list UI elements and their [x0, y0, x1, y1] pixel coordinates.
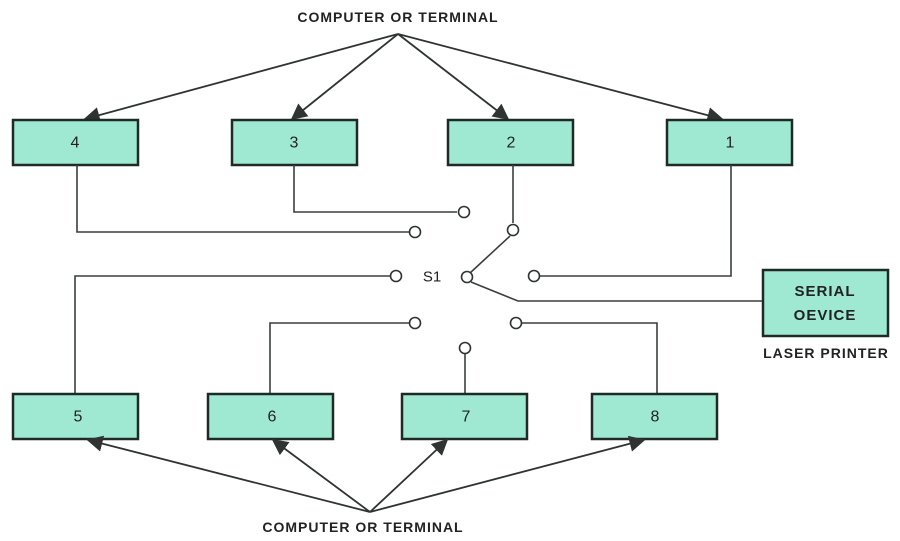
top-caption: COMPUTER OR TERMINAL: [297, 9, 498, 25]
contact-common: [460, 270, 474, 284]
laser-printer-caption: LASER PRINTER: [763, 345, 889, 361]
contact-1: [527, 269, 541, 283]
wire-serial-device: [470, 281, 763, 302]
box-5: 5: [11, 392, 140, 441]
arrow-to-box-8: [369, 435, 646, 513]
box-8-label: 8: [651, 409, 660, 426]
contact-4: [408, 225, 422, 239]
wire-box-3: [293, 165, 457, 213]
switch-contacts: [389, 205, 541, 355]
wire-box-6: [269, 322, 409, 394]
contact-6: [408, 316, 422, 330]
wire-box-5: [74, 275, 390, 394]
arrow-to-box-6: [271, 439, 371, 513]
contact-2: [506, 223, 520, 237]
wire-box-1: [540, 165, 732, 277]
box-5-label: 5: [74, 409, 83, 426]
box-8: 8: [590, 392, 719, 441]
box-2: 2: [446, 118, 575, 167]
box-2-label: 2: [507, 135, 516, 152]
bottom-arrows: [86, 435, 646, 513]
arrow-to-box-5: [86, 435, 371, 513]
top-arrows: [83, 33, 724, 124]
arrow-to-box-4: [83, 33, 399, 123]
serial-device-line1: SERIAL: [794, 283, 855, 300]
bottom-wires: [74, 275, 658, 394]
serial-device-line2: OEVICE: [794, 307, 857, 324]
switch-label: S1: [423, 269, 441, 286]
top-boxes: 4 3 2 1: [11, 118, 794, 167]
wire-box-4: [76, 165, 409, 233]
box-7-label: 7: [462, 409, 471, 426]
box-6-label: 6: [268, 409, 277, 426]
arrow-to-box-3: [290, 33, 399, 121]
bottom-caption: COMPUTER OR TERMINAL: [262, 519, 463, 535]
serial-device: SERIAL OEVICE: [761, 268, 890, 338]
arrow-to-box-2: [397, 33, 510, 120]
box-4: 4: [11, 118, 140, 167]
box-4-label: 4: [71, 135, 80, 152]
box-3-label: 3: [290, 135, 299, 152]
box-1: 1: [665, 118, 794, 167]
switch-wiper: [469, 235, 763, 302]
box-7: 7: [400, 392, 529, 441]
arrow-to-box-1: [397, 33, 724, 124]
wire-box-8: [522, 322, 658, 394]
bottom-boxes: 5 6 7 8: [11, 392, 719, 441]
contact-7: [458, 341, 472, 355]
box-1-label: 1: [726, 135, 735, 152]
contact-8: [509, 316, 523, 330]
contact-5: [389, 269, 403, 283]
arrow-to-box-7: [369, 438, 449, 513]
box-3: 3: [230, 118, 359, 167]
box-6: 6: [206, 392, 335, 441]
contact-3: [457, 205, 471, 219]
wiper-arm: [469, 235, 511, 274]
top-wires: [76, 165, 732, 277]
